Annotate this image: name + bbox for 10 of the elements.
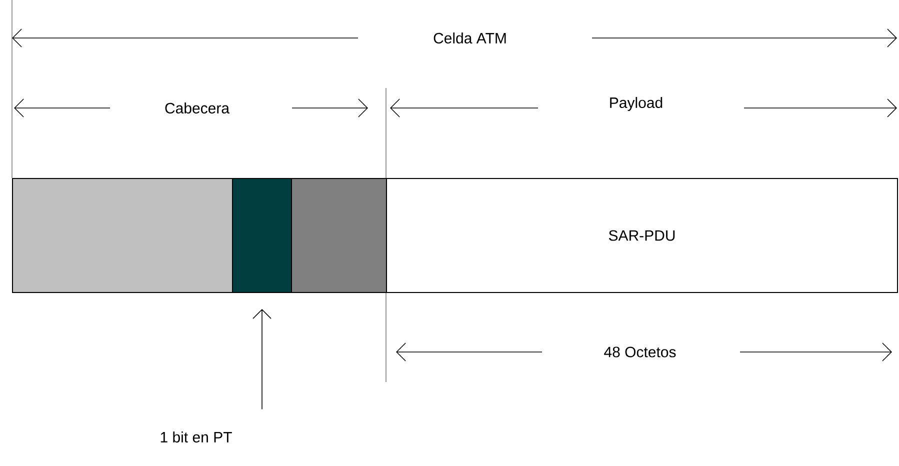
header-field — [232, 178, 292, 293]
dimension-label: Cabecera — [165, 102, 230, 114]
header-field — [12, 178, 233, 293]
annotation-text: 1 bit en PT — [160, 432, 232, 442]
header-field — [291, 178, 387, 293]
payload-box: SAR-PDU — [386, 178, 898, 293]
dimension-label: Celda ATM — [434, 32, 506, 44]
leader-line — [252, 309, 272, 410]
dimension-label: Payload — [610, 97, 662, 111]
dimension-label: 48 Octetos — [604, 346, 676, 358]
